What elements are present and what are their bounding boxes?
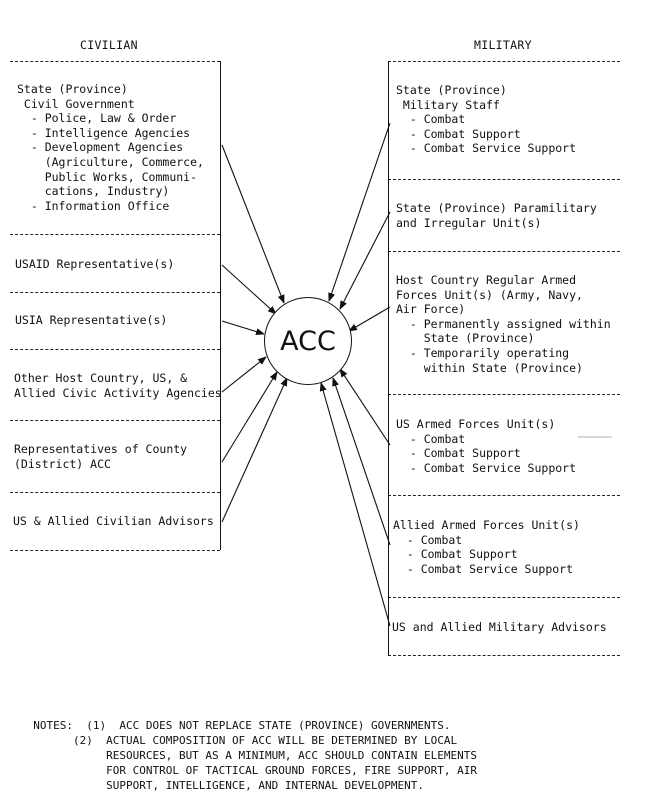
block-text-line: State (Province) Paramilitary — [396, 201, 597, 215]
block-text-line: - Combat Support — [393, 547, 518, 562]
note-text-2-line-3: FOR CONTROL OF TACTICAL GROUND FORCES, F… — [106, 764, 477, 777]
block-text-line: USAID Representative(s) — [15, 257, 175, 271]
block-text-line: Allied Civic Activity Agencies — [14, 385, 222, 400]
note-text-1: ACC DOES NOT REPLACE STATE (PROVINCE) GO… — [119, 719, 451, 732]
block-text-line: - Combat Service Support — [396, 141, 577, 156]
block-text-line: Other Host Country, US, & — [14, 371, 188, 385]
military-divider — [388, 655, 620, 656]
military-header: MILITARY — [474, 38, 532, 52]
civilian-divider — [10, 349, 220, 350]
military-divider — [388, 179, 620, 180]
block-text-line: State (Province) — [396, 331, 535, 346]
arrow-usia-to-acc — [221, 320, 265, 335]
block-text-line: USIA Representative(s) — [15, 313, 168, 327]
notes-label: NOTES: — [33, 719, 73, 732]
block-text-line: - Combat — [396, 431, 466, 446]
block-text-line: and Irregular Unit(s) — [396, 215, 542, 230]
arrow-paramilitary-to-acc — [339, 211, 391, 310]
civilian-divider — [10, 550, 220, 551]
note-text-2-line-2: RESOURCES, BUT AS A MINIMUM, ACC SHOULD … — [106, 749, 477, 762]
block-text-line: within State (Province) — [396, 360, 583, 375]
arrow-civilian-advisors-to-acc — [221, 377, 288, 523]
block-text-line: State (Province) — [396, 83, 507, 97]
block-text-line: Forces Unit(s) (Army, Navy, — [396, 287, 583, 302]
military-divider — [388, 394, 620, 395]
civilian-block-county-district-acc: Representatives of County(District) ACC — [14, 442, 187, 471]
block-text-line: - Combat — [393, 532, 463, 547]
civilian-divider — [10, 234, 220, 235]
acc-circle: ACC — [264, 297, 352, 385]
block-text-line: Public Works, Communi- — [17, 169, 198, 184]
block-text-line: - Development Agencies — [17, 140, 184, 155]
military-block-state-military-staff: State (Province) Military Staff - Combat… — [396, 83, 576, 156]
block-text-line: - Combat Service Support — [396, 460, 577, 475]
civilian-block-civic-activity-agencies: Other Host Country, US, &Allied Civic Ac… — [14, 371, 222, 400]
military-vertical-line — [388, 61, 389, 655]
arrow-military-advisors-to-acc — [319, 382, 391, 627]
block-text-line: - Temporarily operating — [396, 345, 570, 360]
block-text-line: (District) ACC — [14, 456, 111, 471]
block-text-line: - Permanently assigned within — [396, 316, 611, 331]
civilian-block-usia-representative: USIA Representative(s) — [15, 313, 167, 328]
military-divider — [388, 251, 620, 252]
note-text-2-line-1: ACTUAL COMPOSITION OF ACC WILL BE DETERM… — [106, 734, 458, 747]
block-text-line: - Combat Service Support — [393, 561, 574, 576]
civilian-header: CIVILIAN — [80, 38, 138, 52]
block-text-line: Host Country Regular Armed — [396, 273, 577, 287]
civilian-vertical-line — [220, 61, 221, 550]
block-text-line: Military Staff — [396, 97, 500, 112]
block-text-line: US & Allied Civilian Advisors — [13, 514, 214, 528]
notes-section: NOTES: (1) ACC DOES NOT REPLACE STATE (P… — [20, 703, 477, 793]
arrow-host-regular-to-acc — [348, 306, 391, 332]
note-text-2-line-4: SUPPORT, INTELLIGENCE, AND INTERNAL DEVE… — [106, 779, 424, 792]
civilian-block-state-civil-government: State (Province) Civil Government - Poli… — [17, 82, 204, 213]
arrow-military-staff-to-acc — [328, 122, 391, 302]
block-text-line: Allied Armed Forces Unit(s) — [393, 518, 580, 532]
arrow-allied-armed-forces-to-acc — [332, 377, 391, 546]
note-number-2: (2) — [72, 734, 93, 747]
block-text-line: - Information Office — [17, 198, 170, 213]
block-text-line: State (Province) — [17, 82, 128, 96]
block-text-line: US Armed Forces Unit(s) — [396, 417, 556, 431]
block-text-line: - Intelligence Agencies — [17, 125, 191, 140]
civilian-block-civilian-advisors: US & Allied Civilian Advisors — [13, 514, 214, 529]
arrow-us-armed-forces-to-acc — [339, 368, 391, 446]
block-text-line: - Combat Support — [396, 126, 521, 141]
military-block-military-advisors: US and Allied Military Advisors — [392, 620, 607, 635]
block-text-line: - Combat — [396, 112, 466, 127]
block-text-line: - Combat Support — [396, 446, 521, 461]
military-divider — [388, 495, 620, 496]
civilian-divider — [10, 61, 220, 62]
block-text-line: Representatives of County — [14, 442, 188, 456]
block-text-line: - Police, Law & Order — [17, 111, 177, 126]
military-block-us-armed-forces: US Armed Forces Unit(s) - Combat - Comba… — [396, 417, 576, 475]
block-text-line: (Agriculture, Commerce, — [17, 154, 204, 169]
note-number-1: (1) — [86, 719, 107, 732]
acc-label: ACC — [280, 325, 336, 357]
military-block-allied-armed-forces: Allied Armed Forces Unit(s) - Combat - C… — [393, 518, 580, 576]
civilian-divider — [10, 420, 220, 421]
block-text-line: US and Allied Military Advisors — [392, 620, 607, 634]
block-text-line: Civil Government — [17, 96, 135, 111]
military-divider — [388, 597, 620, 598]
military-divider — [388, 61, 620, 62]
arrow-civil-government-to-acc — [221, 144, 285, 304]
block-text-line: cations, Industry) — [17, 184, 170, 199]
civilian-block-usaid-representative: USAID Representative(s) — [15, 257, 174, 272]
block-text-line: Air Force) — [396, 302, 466, 317]
arrow-civic-agencies-to-acc — [221, 356, 267, 393]
civilian-divider — [10, 292, 220, 293]
civilian-divider — [10, 492, 220, 493]
arrow-usaid-to-acc — [221, 264, 277, 315]
arrow-county-acc-to-acc — [221, 371, 278, 463]
